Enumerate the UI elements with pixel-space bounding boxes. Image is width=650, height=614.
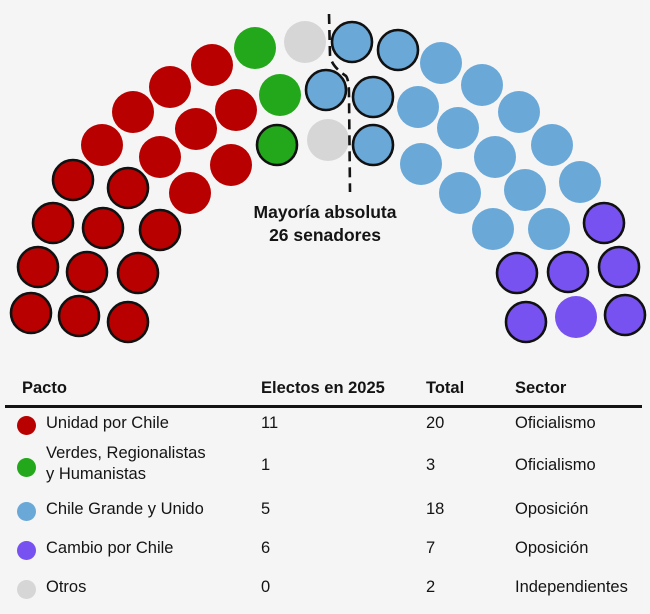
- pacto-name-line1: Verdes, Regionalistas: [46, 444, 206, 462]
- electos-value: 6: [261, 539, 271, 557]
- table-row: Otros 0 2 Independientes: [5, 572, 642, 611]
- hemicycle-chart: [9, 13, 647, 344]
- results-table: Pacto Electos en 2025 Total Sector Unida…: [5, 376, 642, 611]
- seat-chile-grande-y-unido: [531, 124, 573, 166]
- seat-chile-grande-y-unido: [351, 123, 395, 167]
- seat-unidad-por-chile: [138, 208, 182, 252]
- majority-label: Mayoría absoluta 26 senadores: [230, 201, 420, 247]
- pacto-name: Verdes, Regionalistas y Humanistas: [46, 443, 206, 485]
- seat-chile-grande-y-unido: [397, 86, 439, 128]
- sector-value: Oposición: [515, 500, 589, 518]
- seat-chile-grande-y-unido: [528, 208, 570, 250]
- seat-chile-grande-y-unido: [439, 172, 481, 214]
- majority-label-line2: 26 senadores: [269, 225, 381, 245]
- seat-chile-grande-y-unido: [437, 107, 479, 149]
- seat-chile-grande-y-unido: [330, 20, 374, 64]
- seat-otros: [307, 119, 349, 161]
- seat-chile-grande-y-unido: [504, 169, 546, 211]
- seat-group: [9, 20, 647, 344]
- sector-value: Oposición: [515, 539, 589, 557]
- seat-chile-grande-y-unido: [420, 42, 462, 84]
- table-row: Cambio por Chile 6 7 Oposición: [5, 533, 642, 572]
- pacto-name: Otros: [46, 578, 87, 596]
- seat-unidad-por-chile: [16, 245, 60, 289]
- seat-chile-grande-y-unido: [400, 143, 442, 185]
- electos-value: 11: [261, 414, 279, 432]
- sector-value: Oficialismo: [515, 414, 596, 432]
- seat-unidad-por-chile: [215, 89, 257, 131]
- seat-unidad-por-chile: [106, 300, 150, 344]
- seat-unidad-por-chile: [175, 108, 217, 150]
- seat-unidad-por-chile: [31, 201, 75, 245]
- seat-unidad-por-chile: [112, 91, 154, 133]
- seat-chile-grande-y-unido: [559, 161, 601, 203]
- legend-dot-icon: [17, 416, 36, 435]
- seat-chile-grande-y-unido: [474, 136, 516, 178]
- pacto-name: Cambio por Chile: [46, 539, 174, 557]
- header-electos: Electos en 2025: [261, 379, 385, 397]
- seat-cambio-por-chile: [504, 300, 548, 344]
- seat-chile-grande-y-unido: [304, 68, 348, 112]
- seat-chile-grande-y-unido: [472, 208, 514, 250]
- header-pacto: Pacto: [22, 379, 67, 397]
- total-value: 2: [426, 578, 436, 596]
- electos-value: 1: [261, 456, 271, 474]
- seat-unidad-por-chile: [191, 44, 233, 86]
- seat-cambio-por-chile: [597, 245, 641, 289]
- sector-value: Independientes: [515, 578, 628, 596]
- seat-unidad-por-chile: [9, 291, 53, 335]
- total-value: 20: [426, 414, 445, 432]
- majority-label-line1: Mayoría absoluta: [253, 202, 397, 222]
- legend-dot-icon: [17, 458, 36, 477]
- table-row: Chile Grande y Unido 5 18 Oposición: [5, 494, 642, 533]
- electos-value: 0: [261, 578, 271, 596]
- seat-unidad-por-chile: [81, 124, 123, 166]
- table-header: Pacto Electos en 2025 Total Sector: [5, 376, 642, 408]
- header-total: Total: [426, 379, 465, 397]
- seat-unidad-por-chile: [51, 158, 95, 202]
- seat-chile-grande-y-unido: [498, 91, 540, 133]
- legend-dot-icon: [17, 580, 36, 599]
- pacto-name: Chile Grande y Unido: [46, 500, 204, 518]
- seat-cambio-por-chile: [603, 293, 647, 337]
- seat-otros: [284, 21, 326, 63]
- table-row: Verdes, Regionalistas y Humanistas 1 3 O…: [5, 438, 642, 494]
- seat-unidad-por-chile: [169, 172, 211, 214]
- header-sector: Sector: [515, 379, 567, 397]
- seat-unidad-por-chile: [81, 206, 125, 250]
- seat-unidad-por-chile: [106, 166, 150, 210]
- seat-verdes-regionalistas-y-humanistas: [234, 27, 276, 69]
- seat-cambio-por-chile: [495, 251, 539, 295]
- pacto-name: Unidad por Chile: [46, 414, 169, 432]
- seat-chile-grande-y-unido: [461, 64, 503, 106]
- seat-chile-grande-y-unido: [376, 28, 420, 72]
- total-value: 18: [426, 500, 445, 518]
- seat-cambio-por-chile: [555, 296, 597, 338]
- seat-chile-grande-y-unido: [351, 75, 395, 119]
- seat-cambio-por-chile: [546, 250, 590, 294]
- seat-verdes-regionalistas-y-humanistas: [259, 74, 301, 116]
- pacto-name-line2: y Humanistas: [46, 465, 146, 483]
- sector-value: Oficialismo: [515, 456, 596, 474]
- seat-unidad-por-chile: [149, 66, 191, 108]
- total-value: 7: [426, 539, 436, 557]
- seat-unidad-por-chile: [210, 144, 252, 186]
- seat-unidad-por-chile: [65, 250, 109, 294]
- legend-dot-icon: [17, 502, 36, 521]
- seat-unidad-por-chile: [57, 294, 101, 338]
- total-value: 3: [426, 456, 436, 474]
- legend-dot-icon: [17, 541, 36, 560]
- electos-value: 5: [261, 500, 271, 518]
- seat-verdes-regionalistas-y-humanistas: [255, 123, 299, 167]
- majority-dashed-line: [327, 13, 352, 193]
- seat-unidad-por-chile: [116, 251, 160, 295]
- seat-cambio-por-chile: [582, 201, 626, 245]
- table-row: Unidad por Chile 11 20 Oficialismo: [5, 408, 642, 438]
- seat-unidad-por-chile: [139, 136, 181, 178]
